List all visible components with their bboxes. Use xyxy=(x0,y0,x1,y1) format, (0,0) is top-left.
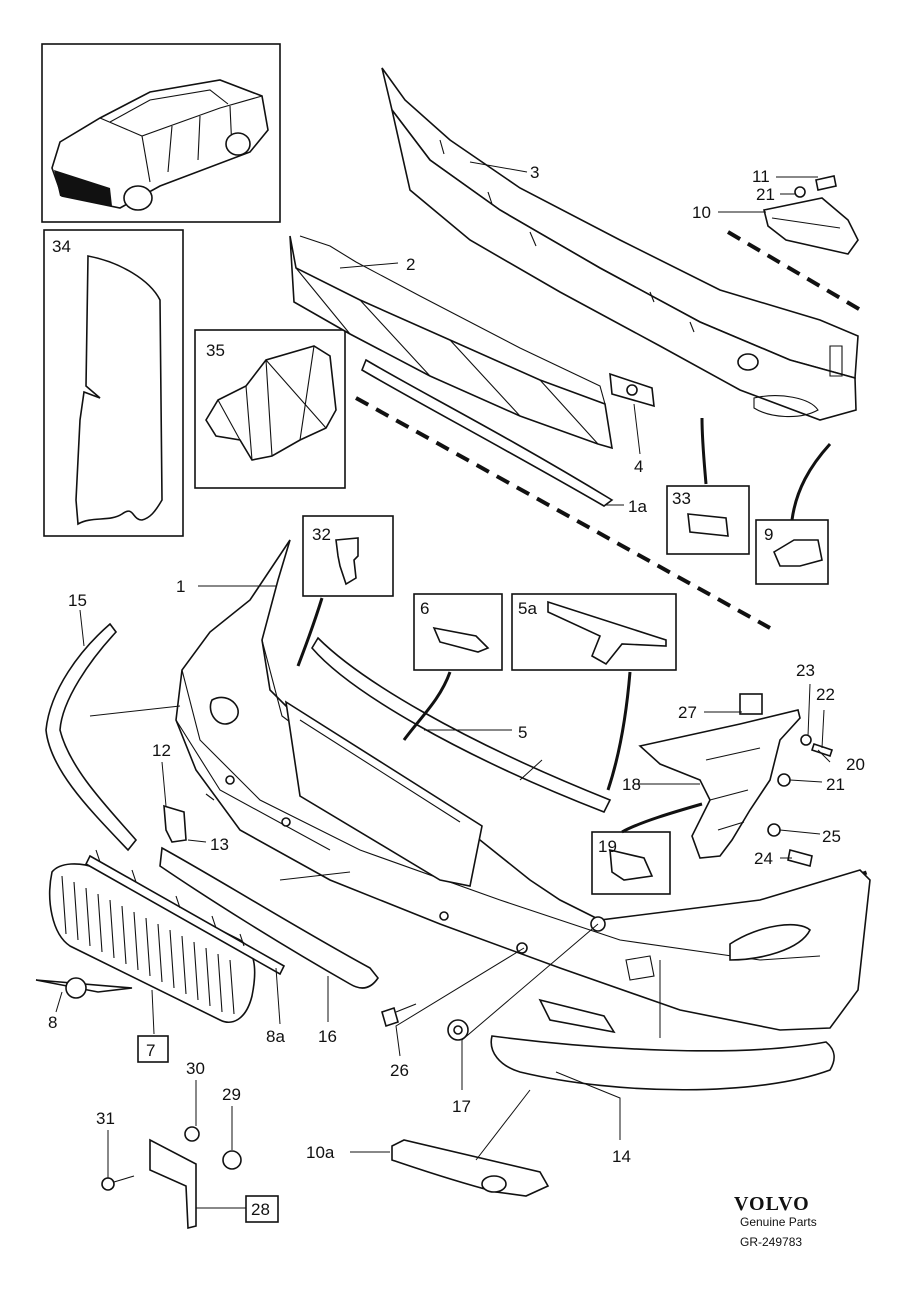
arrow-32-to-bumper xyxy=(296,597,324,667)
callout-10a: 10a xyxy=(306,1143,335,1162)
air-guide-box-35 xyxy=(194,329,346,489)
callout-13: 13 xyxy=(210,835,229,854)
footer-subtitle: Genuine Parts xyxy=(740,1215,817,1229)
callout-8a: 8a xyxy=(266,1027,285,1046)
grille-7 xyxy=(49,863,256,1023)
callout-1: 1 xyxy=(176,577,185,596)
footer-ref: GR-249783 xyxy=(740,1235,802,1249)
callout-5a: 5a xyxy=(518,599,537,618)
car-thumbnail xyxy=(41,43,281,223)
inset-box-9 xyxy=(755,519,829,585)
callout-20: 20 xyxy=(846,755,865,774)
bracket-12 xyxy=(163,793,215,843)
lower-spoiler-16 xyxy=(159,846,379,989)
fog-grille-10a xyxy=(391,1139,550,1197)
callout-12: 12 xyxy=(152,741,171,760)
callout-21-lower: 21 xyxy=(826,775,845,794)
callout-labels: 3 2 4 1a 11 21 10 1 15 12 13 5 18 27 23 … xyxy=(48,163,865,1166)
callout-22: 22 xyxy=(816,685,835,704)
callout-7: 7 xyxy=(146,1041,155,1060)
callout-25: 25 xyxy=(822,827,841,846)
callout-21-upper: 21 xyxy=(756,185,775,204)
callout-2: 2 xyxy=(406,255,415,274)
callout-10: 10 xyxy=(692,203,711,222)
arrow-5a-to-frame xyxy=(606,671,632,791)
emblem-8 xyxy=(35,977,133,999)
inset-box-32 xyxy=(302,515,394,597)
callout-5: 5 xyxy=(518,723,527,742)
callout-24: 24 xyxy=(754,849,773,868)
callout-34: 34 xyxy=(52,237,71,256)
callout-16: 16 xyxy=(318,1027,337,1046)
callout-30: 30 xyxy=(186,1059,205,1078)
lower-lip-14 xyxy=(490,1035,835,1091)
callout-26: 26 xyxy=(390,1061,409,1080)
inset-box-33 xyxy=(666,485,750,555)
panel-box-34 xyxy=(43,229,184,537)
side-strip-15 xyxy=(45,622,138,852)
arrow-33-to-beam xyxy=(700,417,708,485)
inset-box-19 xyxy=(591,831,671,895)
bolt-26 xyxy=(381,1003,417,1028)
callout-23: 23 xyxy=(796,661,815,680)
clip-17 xyxy=(447,1019,469,1041)
arrow-19-to-bracket xyxy=(621,802,703,834)
strip-1a xyxy=(361,358,614,507)
callout-8: 8 xyxy=(48,1013,57,1032)
callout-31: 31 xyxy=(96,1109,115,1128)
grille-frame-5 xyxy=(311,636,612,814)
callout-27: 27 xyxy=(678,703,697,722)
callout-18: 18 xyxy=(622,775,641,794)
callout-15: 15 xyxy=(68,591,87,610)
side-bracket-18 xyxy=(638,693,834,867)
bracket-28-assembly xyxy=(101,1126,242,1230)
strip-8a xyxy=(84,849,286,976)
callout-9: 9 xyxy=(764,525,773,544)
brand-logo: VOLVO xyxy=(734,1193,810,1215)
bracket-4 xyxy=(609,372,655,408)
leader-lines xyxy=(55,161,831,1209)
energy-absorber-2 xyxy=(289,235,613,450)
arrow-6-to-frame xyxy=(402,671,452,741)
inset-box-6 xyxy=(413,593,503,671)
inset-box-5a xyxy=(511,593,677,671)
callout-11: 11 xyxy=(752,167,770,186)
callout-33: 33 xyxy=(672,489,691,508)
callout-32: 32 xyxy=(312,525,331,544)
callout-29: 29 xyxy=(222,1085,241,1104)
callout-17: 17 xyxy=(452,1097,471,1116)
callout-28: 28 xyxy=(251,1200,270,1219)
footer: VOLVO Genuine Parts GR-249783 xyxy=(734,1193,817,1249)
callout-3: 3 xyxy=(530,163,539,182)
arrow-9-to-beam xyxy=(790,442,832,521)
callout-19: 19 xyxy=(598,837,617,856)
boxed-callout-28: 28 xyxy=(245,1195,279,1223)
dashed-outline-upper xyxy=(355,230,866,630)
callout-4: 4 xyxy=(634,457,643,476)
reinforcement-beam-3 xyxy=(381,67,859,421)
bumper-cover-1 xyxy=(175,539,871,1034)
callout-1a: 1a xyxy=(628,497,647,516)
callout-14: 14 xyxy=(612,1147,631,1166)
boxed-callout-7: 7 xyxy=(137,1035,169,1063)
callout-6: 6 xyxy=(420,599,429,618)
fog-light-10 xyxy=(763,175,859,255)
callout-35: 35 xyxy=(206,341,225,360)
